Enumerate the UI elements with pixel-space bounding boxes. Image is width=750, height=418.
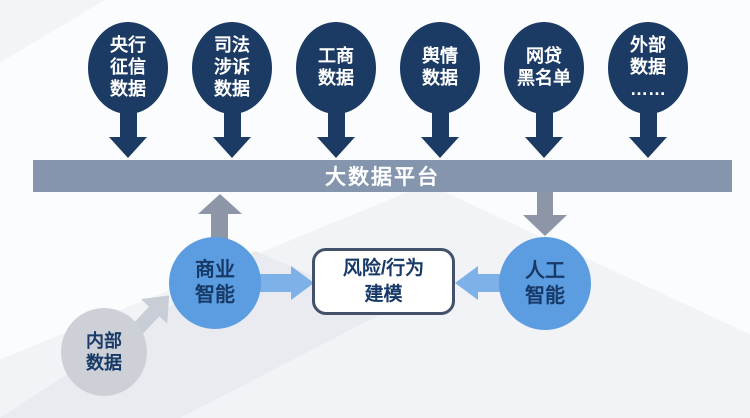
source-pin-business-registry: 工商 数据 [293, 22, 379, 158]
node-internal-data: 内部 数据 [61, 308, 147, 396]
down-arrow-icon [213, 137, 251, 158]
node-artificial-intelligence: 人工 智能 [499, 237, 591, 330]
source-bubble: 工商 数据 [296, 22, 376, 114]
platform-bar: 大数据平台 [33, 160, 732, 192]
down-arrow-icon [109, 137, 147, 158]
source-pin-external-data: 外部 数据 …… [605, 22, 691, 158]
source-bubble: 央行 征信 数据 [88, 22, 168, 114]
left-arrow-icon [455, 266, 478, 300]
down-arrow-icon [629, 137, 667, 158]
down-arrow-icon [525, 137, 563, 158]
down-arrow-icon [421, 137, 459, 158]
node-business-intelligence: 商业 智能 [169, 237, 261, 329]
risk-modeling-box: 风险/行为 建模 [312, 248, 455, 315]
source-bubble: 外部 数据 …… [608, 22, 688, 114]
up-arrow-icon [198, 194, 242, 261]
source-bubble: 舆情 数据 [400, 22, 480, 114]
arrow-stem [535, 106, 553, 138]
source-bubble: 网贷 黑名单 [504, 22, 584, 114]
source-pin-public-opinion: 舆情 数据 [397, 22, 483, 158]
source-bubble: 司法 涉诉 数据 [192, 22, 272, 114]
right-arrow-icon [291, 266, 314, 300]
source-pin-loan-blacklist: 网贷 黑名单 [501, 22, 587, 158]
source-pin-central-bank-credit: 央行 征信 数据 [85, 22, 171, 158]
arrow-stem [431, 106, 449, 138]
arrow-stem [119, 106, 137, 138]
down-arrow-stem [537, 192, 553, 216]
platform-bar-label: 大数据平台 [325, 166, 440, 189]
left-arrow-stem [478, 274, 501, 292]
arrow-stem [639, 106, 657, 138]
down-arrow-icon-ai [523, 215, 567, 236]
arrow-stem [223, 106, 241, 138]
right-arrow-stem [259, 274, 292, 292]
down-arrow-icon [317, 137, 355, 158]
arrow-stem [327, 106, 345, 138]
source-pin-judicial-litigation: 司法 涉诉 数据 [189, 22, 275, 158]
